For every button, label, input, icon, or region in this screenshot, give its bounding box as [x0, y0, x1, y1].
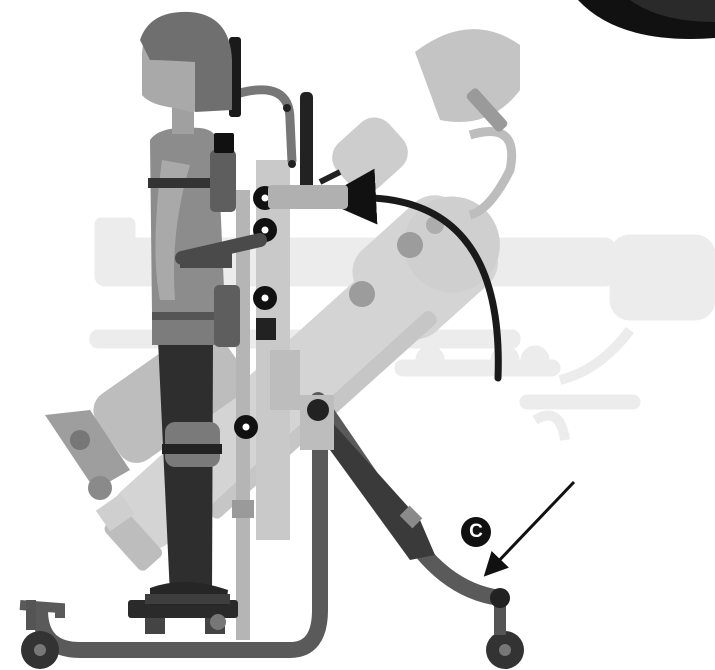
diagonal-arrow-icon: [492, 482, 574, 568]
corner-detail-circle: [578, 0, 715, 39]
stander-frame: [20, 37, 524, 669]
callout-c-label: C: [461, 517, 491, 547]
